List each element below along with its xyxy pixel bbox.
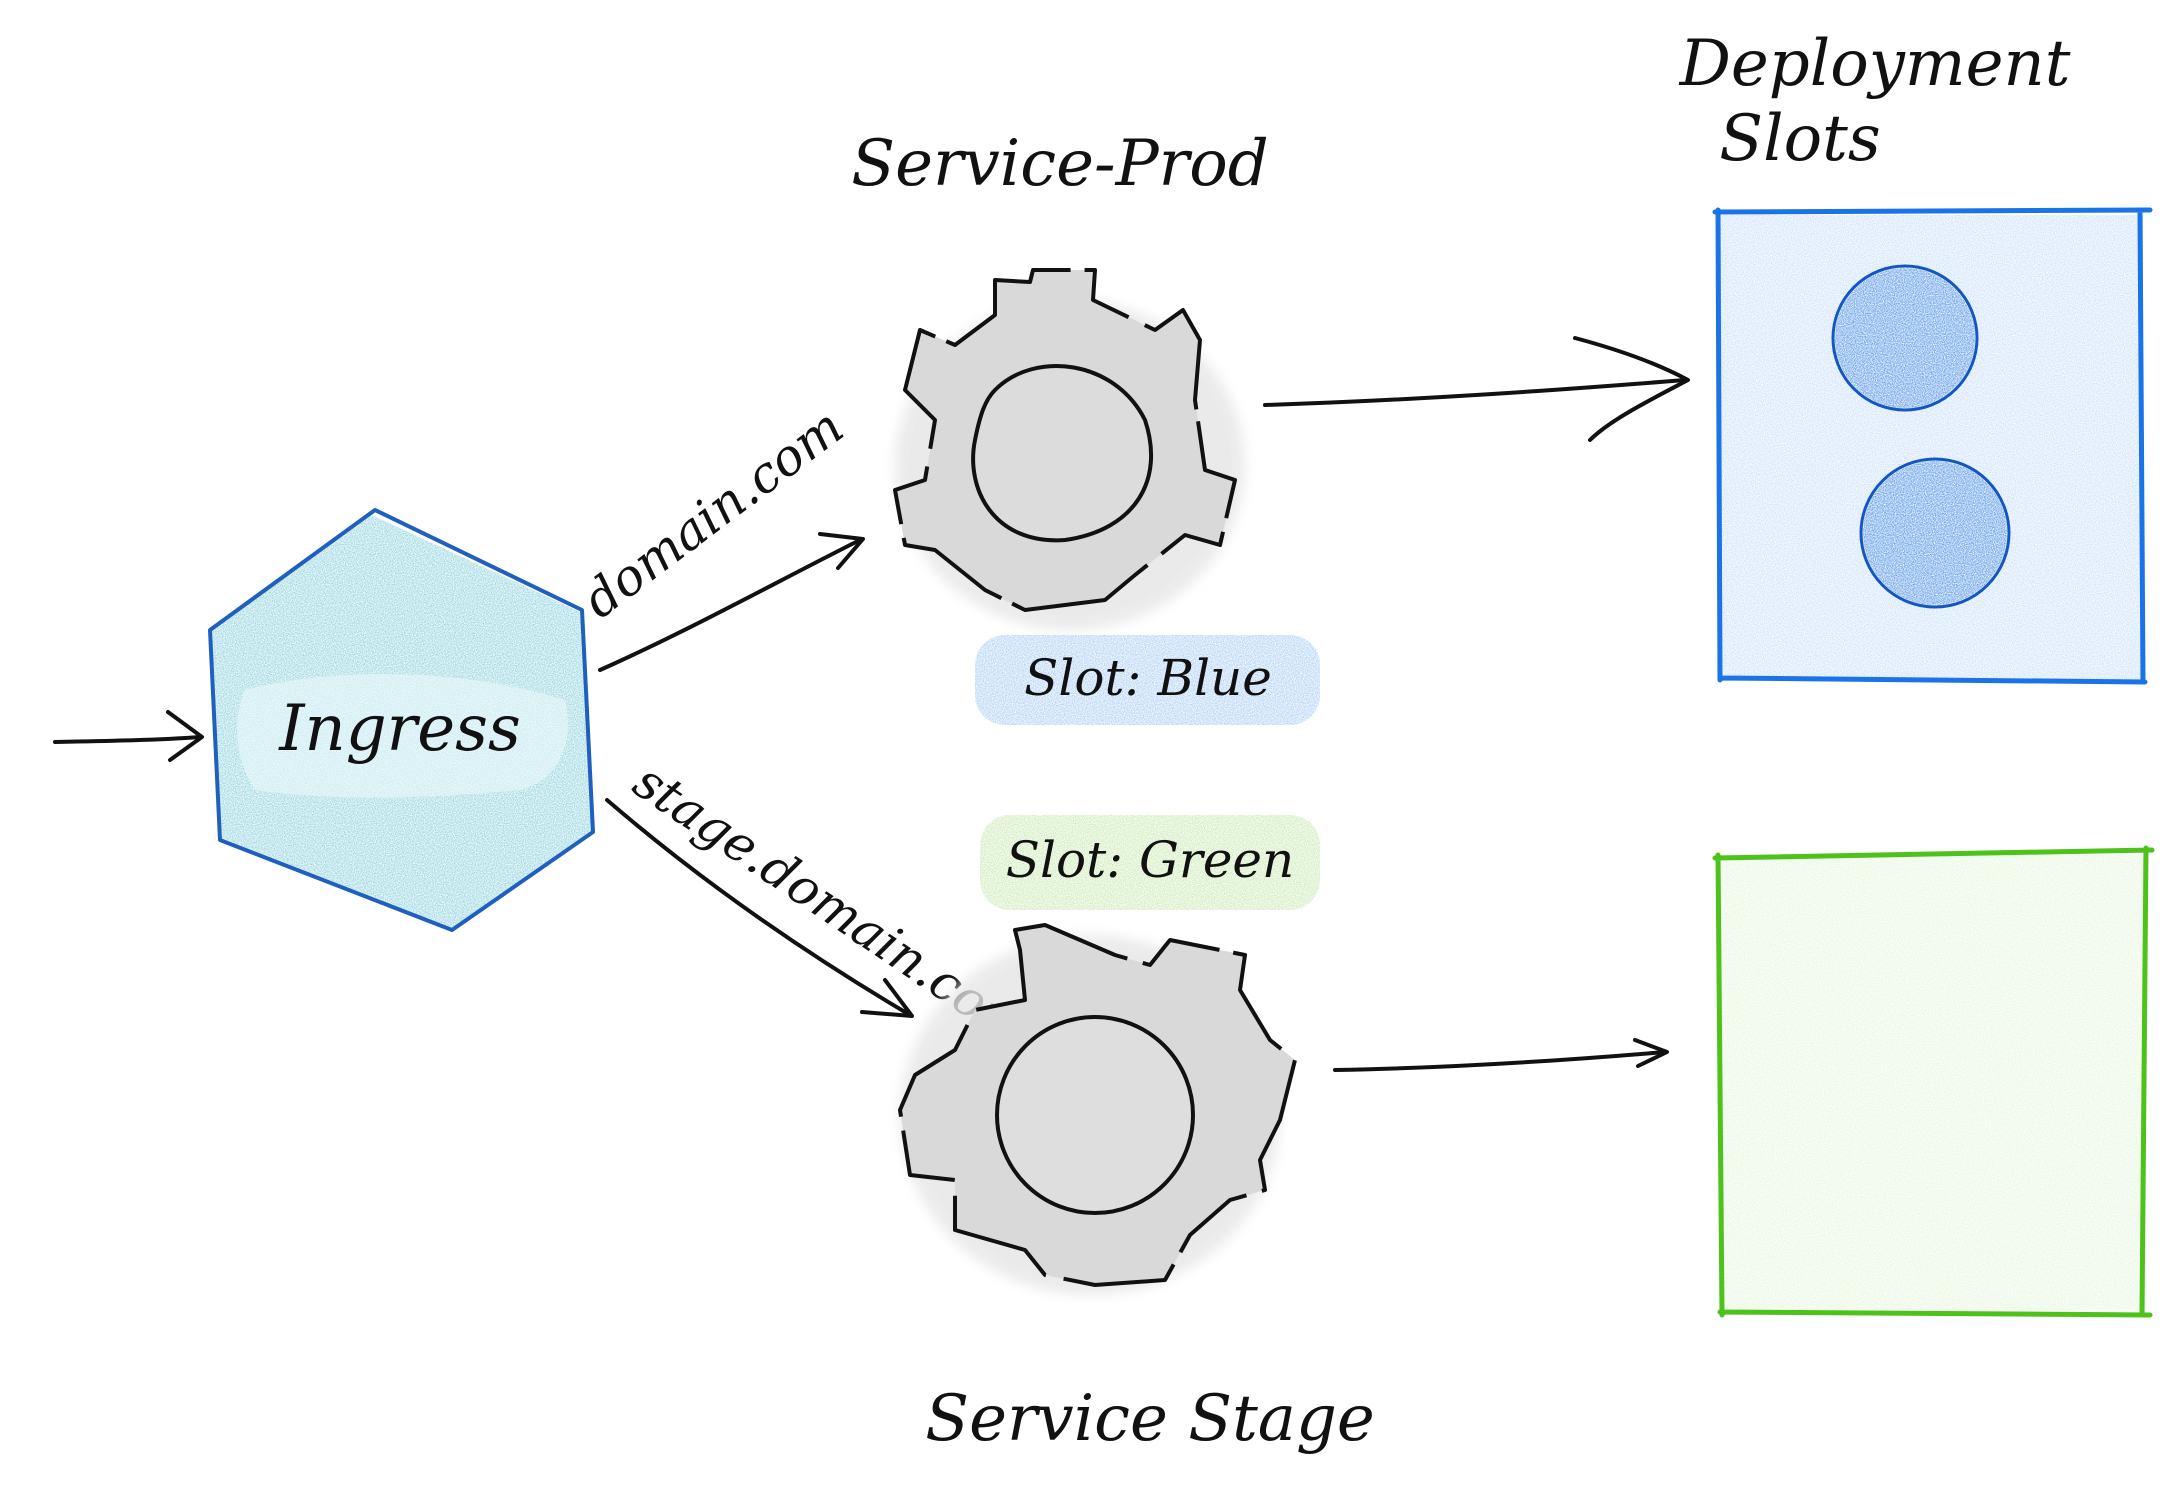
- route-stage-arrow-icon: [605, 798, 914, 1018]
- ingress-label: Ingress: [278, 692, 521, 766]
- deployment-slots-title-line2: Slots: [1719, 102, 1880, 176]
- blue-slot-instance-1: [1835, 268, 1975, 408]
- slot-blue-tag: Slot: Blue: [975, 635, 1320, 725]
- blue-slot-instance-2: [1863, 461, 2007, 605]
- blue-deployment-slot: [1712, 207, 2153, 685]
- input-arrow-icon: [53, 710, 204, 762]
- service-prod-gear-icon: [893, 268, 1245, 630]
- ingress-hexagon-icon: Ingress: [208, 508, 595, 932]
- deployment-slots-title-line1: Deployment: [1679, 27, 2071, 101]
- slot-green-tag: Slot: Green: [980, 815, 1320, 910]
- service-stage-gear-icon: [898, 923, 1297, 1295]
- ingress-hexagon-outline: [208, 508, 595, 932]
- route-prod-arrow-icon: [598, 532, 865, 672]
- service-prod-title: Service-Prod: [851, 127, 1268, 201]
- prod-to-blue-slot-arrow-icon: [1263, 336, 1690, 442]
- ingress-label-highlight: [237, 673, 568, 798]
- stage-to-green-slot-arrow-icon: [1333, 1038, 1669, 1072]
- slot-blue-label: Slot: Blue: [1024, 649, 1272, 707]
- service-stage-title: Service Stage: [925, 1382, 1375, 1456]
- green-deployment-slot: [1712, 845, 2155, 1318]
- route-prod-host: domain.com: [572, 397, 854, 629]
- slot-green-label: Slot: Green: [1006, 831, 1294, 889]
